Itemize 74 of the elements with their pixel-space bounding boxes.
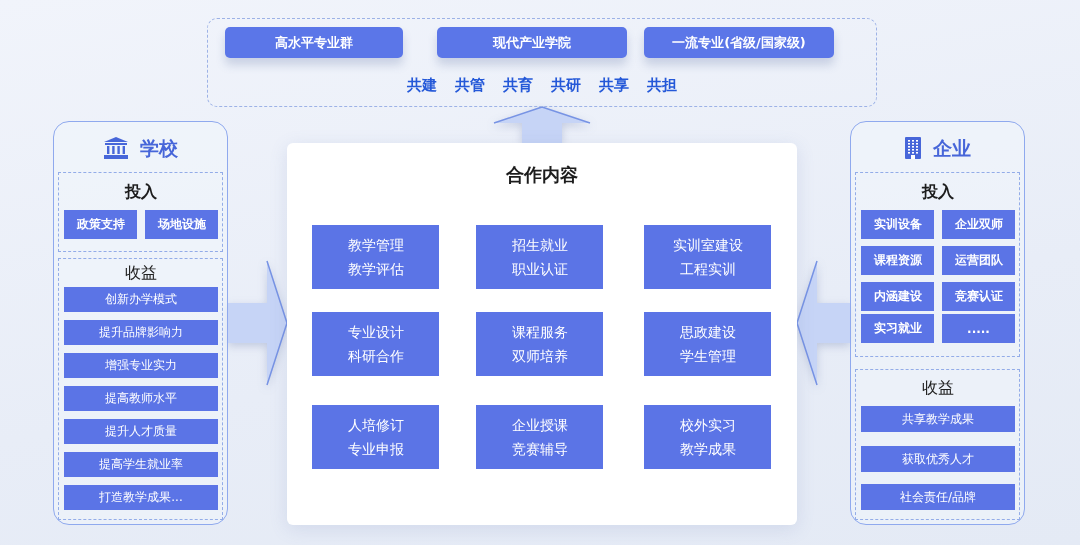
card-text: 学生管理 [679,347,736,365]
card-text: 课程服务 [511,323,568,341]
input-tag: ..... [942,314,1015,343]
benefit-bar: 创新办学模式 [64,287,218,312]
card-text: 双师培养 [511,347,568,365]
content-card [476,225,603,289]
benefit-bar: 提升品牌影响力 [64,320,218,345]
panel-title: 企业 [932,136,971,160]
benefit-bar: 提升人才质量 [64,419,218,444]
benefit-bar: 共享教学成果 [861,406,1015,432]
card-text: 招生就业 [511,236,568,254]
dashed-group [58,172,223,252]
header-tag: 高水平专业群 [225,27,403,58]
card-text: 校外实习 [679,416,736,434]
content-card [476,312,603,376]
card-text: 科研合作 [347,347,404,365]
panel-title: 合作内容 [506,164,578,186]
keyword-text: 共管 [455,75,485,95]
content-card [644,225,771,289]
card-text: 教学成果 [679,440,736,458]
benefit-bar: 获取优秀人才 [861,446,1015,472]
dashed-panel [207,18,877,107]
input-tag: 课程资源 [861,246,934,275]
dashed-group [58,258,223,520]
card-text: 竞赛辅导 [511,440,568,458]
keyword-text: 共建 [407,75,437,95]
card-text: 教学评估 [347,260,404,278]
card-text: 企业授课 [511,416,568,434]
card-text: 思政建设 [679,323,736,341]
card-text: 人培修订 [347,416,404,434]
content-card [644,312,771,376]
card-text: 专业申报 [347,440,404,458]
content-card [312,312,439,376]
benefit-bar: 社会责任/品牌 [861,484,1015,510]
benefit-bar: 增强专业实力 [64,353,218,378]
benefit-bar: 打造教学成果... [64,485,218,510]
side-panel [53,121,228,525]
card-text: 实训室建设 [672,236,743,254]
group-title: 投入 [921,182,954,202]
input-tag: 政策支持 [64,210,137,239]
content-card [476,405,603,469]
header-tag: 现代产业学院 [437,27,627,58]
benefit-bar: 提高教师水平 [64,386,218,411]
dashed-group [855,369,1020,520]
keyword-text: 共研 [551,75,581,95]
panel-title: 学校 [139,136,178,160]
input-tag: 实习就业 [861,314,934,343]
input-tag: 竞赛认证 [942,282,1015,311]
benefit-bar: 提高学生就业率 [64,452,218,477]
input-tag: 内涵建设 [861,282,934,311]
block-arrow [796,260,850,386]
input-tag: 实训设备 [861,210,934,239]
header-tag: 一流专业(省级/国家级) [644,27,834,58]
keyword-text: 共育 [503,75,533,95]
content-card [312,405,439,469]
keyword-text: 共担 [647,75,677,95]
card-text: 教学管理 [347,236,404,254]
content-card [312,225,439,289]
input-tag: 场地设施 [145,210,218,239]
input-tag: 企业双师 [942,210,1015,239]
group-title: 收益 [124,263,157,283]
input-tag: 运营团队 [942,246,1015,275]
keyword-text: 共享 [599,75,629,95]
content-card [644,405,771,469]
block-arrow [228,260,288,386]
dashed-group [855,172,1020,357]
content-panel [287,143,797,525]
card-text: 工程实训 [679,260,736,278]
group-title: 投入 [124,182,157,202]
card-text: 专业设计 [347,323,404,341]
card-text: 职业认证 [511,260,568,278]
side-panel [850,121,1025,525]
group-title: 收益 [921,378,954,398]
block-arrow [493,106,591,143]
